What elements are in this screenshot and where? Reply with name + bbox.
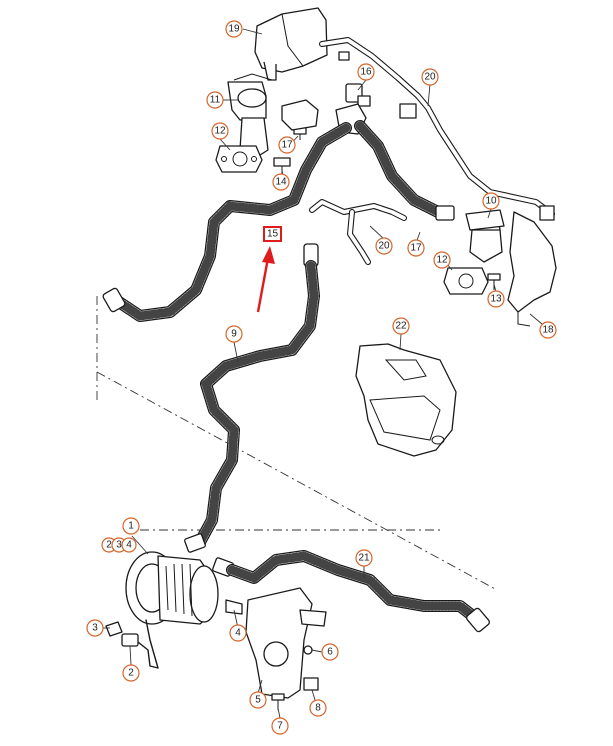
part-8-clip — [303, 677, 319, 691]
callout-3: 3 — [86, 619, 104, 637]
callout-7: 7 — [271, 717, 289, 735]
callout-label: 7 — [277, 721, 283, 732]
part-20-pipe-top — [319, 37, 555, 221]
callout-label: 14 — [275, 177, 287, 188]
red-arrow-icon — [256, 246, 275, 313]
callout-17-mid: 17 — [407, 239, 425, 257]
callout-label: 18 — [542, 325, 554, 336]
callout-2: 2 — [122, 664, 140, 682]
callout-17-top: 17 — [278, 136, 296, 154]
part-12-flange-top — [215, 145, 263, 173]
callout-6: 6 — [321, 643, 339, 661]
callout-19: 19 — [225, 20, 243, 38]
part-21-hose — [212, 550, 490, 633]
callout-20-mid: 20 — [375, 237, 393, 255]
callout-9: 9 — [225, 325, 243, 343]
callout-label: 10 — [485, 196, 497, 207]
leader-lines — [103, 28, 543, 719]
part-6-nut — [303, 645, 313, 655]
callout-label: 17 — [281, 140, 293, 151]
callout-2-3-4-group: 2 3 4 — [101, 537, 137, 553]
callout-label: 1 — [128, 521, 134, 532]
part-valve-body-upper — [281, 99, 367, 135]
part-19-heat-shield — [254, 7, 328, 81]
callout-label: 2 — [106, 540, 112, 551]
callout-label: 3 — [92, 623, 98, 634]
callout-12-top: 12 — [211, 122, 229, 140]
callout-13: 13 — [487, 290, 505, 308]
callout-16: 16 — [357, 63, 375, 81]
callout-4: 4 — [229, 624, 247, 642]
callout-label: 12 — [214, 126, 226, 137]
callout-label: 20 — [378, 241, 390, 252]
callout-label: 13 — [490, 294, 502, 305]
callout-8: 8 — [309, 699, 327, 717]
part-upper-right-hose — [354, 120, 455, 221]
part-9-hose — [184, 243, 320, 553]
callout-label: 4 — [126, 540, 132, 551]
callout-21: 21 — [355, 549, 373, 567]
callout-5: 5 — [249, 691, 267, 709]
callout-label: 16 — [360, 67, 372, 78]
callout-label: 3 — [116, 540, 122, 551]
callout-label: 11 — [210, 95, 221, 106]
callout-label: 21 — [358, 553, 370, 564]
callout-14: 14 — [272, 173, 290, 191]
part-1-air-pump — [125, 551, 243, 625]
callout-label: 12 — [436, 255, 448, 266]
callout-label: 6 — [327, 647, 333, 658]
part-7-bolt — [271, 693, 285, 710]
callout-label: 4 — [235, 628, 241, 639]
part-10-valve — [465, 209, 505, 263]
part-20-formed-pipe — [309, 199, 407, 265]
callout-12-right: 12 — [433, 251, 451, 269]
callout-label: 17 — [410, 243, 422, 254]
callout-22: 22 — [392, 317, 410, 335]
callout-label: 8 — [315, 703, 321, 714]
callout-1: 1 — [122, 517, 140, 535]
callout-10: 10 — [482, 192, 500, 210]
part-13-bolt — [487, 273, 501, 290]
part-5-bracket — [245, 587, 327, 699]
callout-20: 20 — [421, 68, 439, 86]
callout-label: 19 — [228, 24, 240, 35]
part-18-bracket — [507, 211, 557, 327]
callout-11: 11 — [206, 91, 224, 109]
part-22-cover — [355, 343, 457, 457]
callout-label: 20 — [424, 72, 436, 83]
part-16-sensor — [345, 83, 371, 107]
assembly-dash-lines — [96, 296, 498, 591]
highlight-callout-15: 15 — [263, 226, 282, 242]
part-12-flange-right — [443, 267, 489, 295]
callout-label: 9 — [231, 329, 237, 340]
highlight-label: 15 — [267, 229, 279, 240]
part-2-wiring — [105, 619, 159, 669]
callout-label: 22 — [395, 321, 407, 332]
callout-label: 5 — [255, 695, 261, 706]
part-15-main-hose — [102, 122, 352, 322]
callout-18: 18 — [539, 321, 557, 339]
callout-label: 2 — [128, 668, 134, 679]
